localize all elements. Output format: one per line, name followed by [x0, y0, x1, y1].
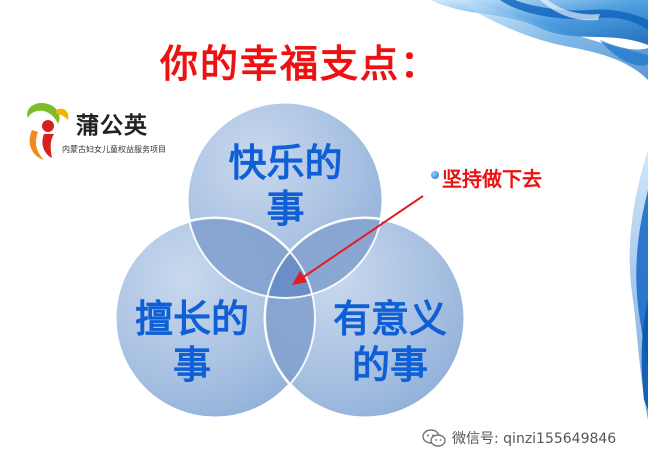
- logo: 蒲公英 内蒙古妇女儿童权益服务项目: [22, 100, 182, 164]
- callout-bullet-icon: [431, 171, 439, 179]
- venn-overlap-top-left: [187, 218, 315, 298]
- venn-label-top-line1: 快乐的: [228, 141, 343, 185]
- logo-name: 蒲公英: [76, 113, 148, 139]
- logo-subtitle: 内蒙古妇女儿童权益服务项目: [62, 145, 166, 154]
- venn-label-right-line2: 的事: [351, 343, 428, 387]
- venn-label-right-line1: 有意义: [332, 297, 447, 341]
- venn-label-top-line2: 事: [266, 187, 305, 231]
- watermark: 微信号: qinzi155649846: [422, 428, 616, 448]
- wechat-icon: [422, 429, 446, 447]
- venn-label-left-line2: 事: [172, 343, 211, 387]
- venn-label-right: 有意义 的事: [328, 296, 452, 388]
- slide-title: 你的幸福支点：: [160, 42, 441, 86]
- callout-arrow: [292, 195, 424, 285]
- blue-wave-decoration-top: [430, 0, 648, 80]
- watermark-text: 微信号: qinzi155649846: [452, 431, 617, 447]
- venn-label-left: 擅长的 事: [130, 296, 254, 388]
- callout-text: 坚持做下去: [442, 167, 542, 191]
- venn-label-left-line1: 擅长的: [134, 297, 249, 341]
- venn-label-top: 快乐的 事: [228, 140, 343, 232]
- blue-wave-decoration-right: [629, 150, 648, 420]
- dandelion-figure-logo-icon: [27, 102, 69, 160]
